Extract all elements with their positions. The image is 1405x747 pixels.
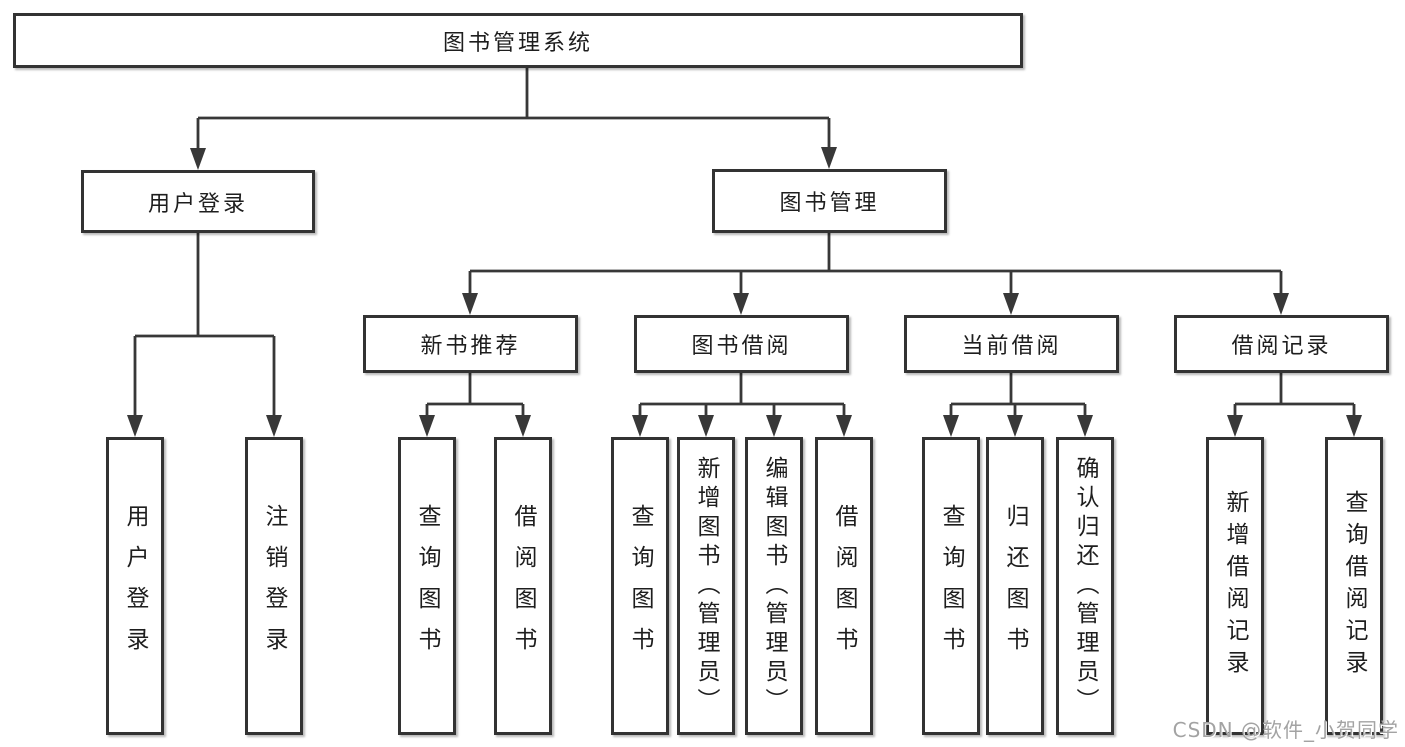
connector-segments [133, 68, 1356, 421]
leaf-newrec-borrow-book: 借阅图书 [494, 437, 552, 735]
node-book-borrow: 图书借阅 [634, 315, 849, 373]
leaf-borrow-query-book: 查询图书 [611, 437, 669, 735]
leaf-newrec-query-book: 查询图书 [398, 437, 456, 735]
node-book-management: 图书管理 [712, 169, 947, 233]
leaf-user-login: 用户登录 [106, 437, 164, 735]
leaf-records-query-record: 查询借阅记录 [1325, 437, 1383, 735]
leaf-current-query-book: 查询图书 [922, 437, 980, 735]
node-new-book-recommend: 新书推荐 [363, 315, 578, 373]
leaf-current-return-book: 归还图书 [986, 437, 1044, 735]
leaf-borrow-borrow-book: 借阅图书 [815, 437, 873, 735]
leaf-borrow-add-book-admin: 新增图书（管理员） [677, 437, 735, 735]
node-current-borrow: 当前借阅 [904, 315, 1119, 373]
node-borrow-records: 借阅记录 [1174, 315, 1389, 373]
leaf-borrow-edit-book-admin: 编辑图书（管理员） [745, 437, 803, 735]
leaf-logout: 注销登录 [245, 437, 303, 735]
leaf-current-confirm-return-admin: 确认归还（管理员） [1056, 437, 1114, 735]
node-library-system: 图书管理系统 [13, 13, 1023, 68]
watermark: CSDN @软件_小贺同学 [1172, 718, 1399, 742]
node-user-login-branch: 用户登录 [81, 170, 315, 233]
connector-group [127, 68, 1362, 437]
leaf-records-add-record: 新增借阅记录 [1206, 437, 1264, 735]
